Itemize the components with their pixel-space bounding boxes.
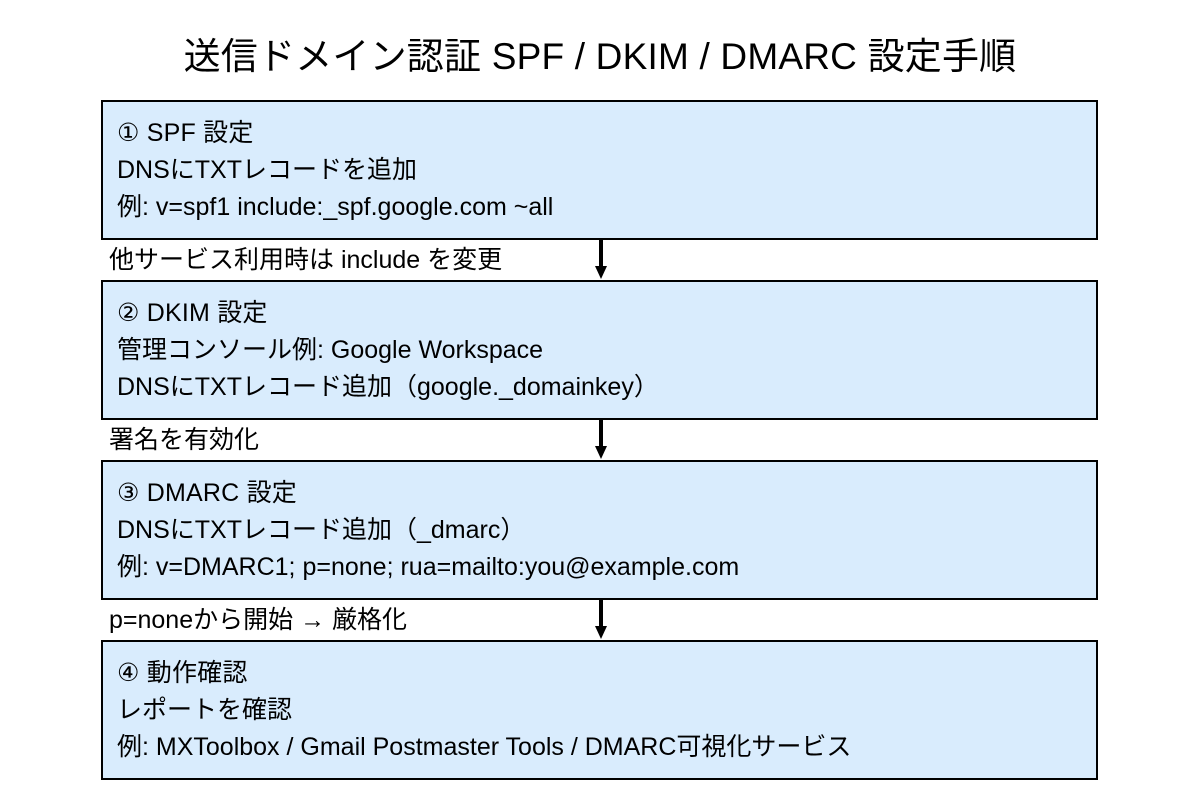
arrow-head [595, 626, 607, 639]
step-detail-line: レポートを確認 [117, 696, 293, 724]
arrow-down-icon [595, 420, 607, 460]
connector-dmarc-to-verify: p=noneから開始 → 厳格化 [101, 600, 1098, 640]
arrow-down-icon [595, 600, 607, 640]
step-detail-line: 管理コンソール例: Google Workspace [117, 336, 544, 364]
arrow-head [595, 266, 607, 279]
connector-label: 署名を有効化 [109, 426, 260, 454]
flowchart: ① SPF 設定 DNSにTXTレコードを追加 例: v=spf1 includ… [101, 100, 1098, 780]
step-detail-line: DNSにTXTレコード追加（_dmarc） [117, 516, 526, 544]
step-box-spf: ① SPF 設定 DNSにTXTレコードを追加 例: v=spf1 includ… [101, 100, 1098, 240]
arrow-shaft [599, 240, 603, 268]
page-title: 送信ドメイン認証 SPF / DKIM / DMARC 設定手順 [183, 36, 1017, 77]
step-heading: ③ DMARC 設定 [117, 479, 297, 507]
connector-dkim-to-dmarc: 署名を有効化 [101, 420, 1098, 460]
step-heading: ④ 動作確認 [117, 659, 248, 687]
step-heading: ① SPF 設定 [117, 119, 254, 147]
step-example-line: 例: v=DMARC1; p=none; rua=mailto:you@exam… [117, 553, 740, 581]
connector-label: 他サービス利用時は include を変更 [109, 246, 503, 274]
arrow-shaft [599, 420, 603, 448]
step-box-dkim: ② DKIM 設定 管理コンソール例: Google Workspace DNS… [101, 280, 1098, 420]
step-box-verification: ④ 動作確認 レポートを確認 例: MXToolbox / Gmail Post… [101, 640, 1098, 780]
step-heading: ② DKIM 設定 [117, 299, 268, 327]
step-example-line: 例: MXToolbox / Gmail Postmaster Tools / … [117, 733, 852, 761]
step-example-line: DNSにTXTレコード追加（google._domainkey） [117, 373, 659, 401]
step-detail-line: DNSにTXTレコードを追加 [117, 156, 418, 184]
connector-spf-to-dkim: 他サービス利用時は include を変更 [101, 240, 1098, 280]
arrow-down-icon [595, 240, 607, 280]
step-example-line: 例: v=spf1 include:_spf.google.com ~all [117, 193, 554, 221]
arrow-shaft [599, 600, 603, 628]
step-box-dmarc: ③ DMARC 設定 DNSにTXTレコード追加（_dmarc） 例: v=DM… [101, 460, 1098, 600]
connector-label: p=noneから開始 → 厳格化 [109, 606, 408, 634]
arrow-head [595, 446, 607, 459]
